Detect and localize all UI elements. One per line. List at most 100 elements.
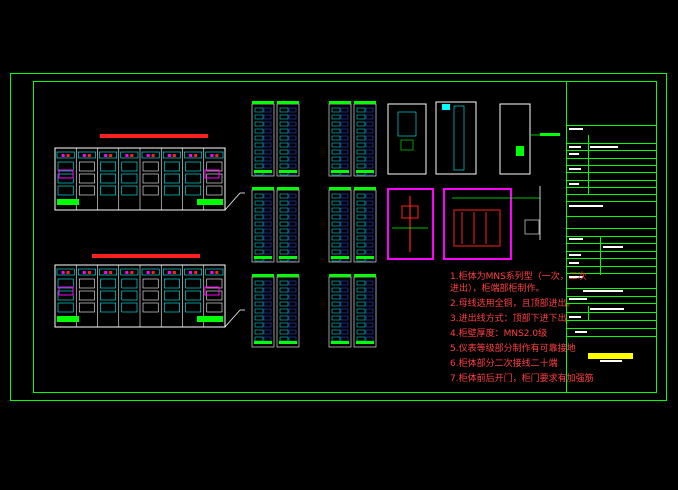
strip-footer xyxy=(254,170,272,173)
meter-panel xyxy=(120,151,139,159)
indicator-lamp xyxy=(146,154,150,157)
indicator-lamp xyxy=(82,271,86,274)
wiring-block xyxy=(331,121,341,127)
wiring-block xyxy=(340,228,349,234)
drawer-unit xyxy=(121,185,138,196)
wiring-block xyxy=(263,221,272,227)
strip-header xyxy=(329,274,351,277)
breaker-window xyxy=(58,169,74,179)
wiring-block xyxy=(356,329,366,335)
wiring-schematic-strip xyxy=(276,101,300,177)
wiring-block xyxy=(254,214,264,220)
wiring-block xyxy=(356,156,366,162)
wiring-block xyxy=(288,149,297,155)
transformer-body xyxy=(453,209,501,247)
note-line: 7.柜体前后开门，柜门要求有加强筋 xyxy=(450,374,594,384)
drawer-unit xyxy=(185,278,202,289)
wiring-block xyxy=(279,221,289,227)
indicator-lamp xyxy=(172,271,176,274)
wiring-block xyxy=(356,149,366,155)
drawer-unit xyxy=(206,278,223,289)
indicator-lamp xyxy=(109,154,113,157)
strip-footer xyxy=(279,256,297,259)
wiring-block xyxy=(254,107,264,113)
wiring-block xyxy=(331,322,341,328)
wiring-block xyxy=(254,228,264,234)
drawer-unit xyxy=(142,278,159,289)
wiring-block xyxy=(356,163,366,169)
wiring-schematic-strip xyxy=(251,187,275,263)
rear-plate xyxy=(516,146,524,156)
wiring-block xyxy=(288,128,297,134)
wiring-block xyxy=(331,315,341,321)
drawer-unit xyxy=(78,173,95,184)
wiring-schematic-strip xyxy=(328,274,352,348)
drawer-unit xyxy=(121,173,138,184)
meter-panel xyxy=(99,268,118,276)
drawer-unit xyxy=(142,161,159,172)
wiring-block xyxy=(365,156,374,162)
meter-panel xyxy=(184,268,203,276)
wiring-block xyxy=(279,301,289,307)
wiring-block xyxy=(279,287,289,293)
drawer-unit xyxy=(142,290,159,301)
wiring-block xyxy=(356,287,366,293)
wiring-block xyxy=(356,301,366,307)
drawer-unit xyxy=(121,278,138,289)
wiring-block xyxy=(288,156,297,162)
wiring-block xyxy=(365,107,374,113)
cabinet-panel xyxy=(397,111,417,137)
title-block-text-stroke xyxy=(569,146,581,148)
wiring-block xyxy=(279,107,289,113)
wiring-block xyxy=(288,242,297,248)
title-block-text-stroke xyxy=(569,254,581,256)
strip-footer xyxy=(331,256,349,259)
wiring-block xyxy=(254,163,264,169)
wiring-block xyxy=(279,308,289,314)
wiring-block xyxy=(331,214,341,220)
wiring-block xyxy=(254,149,264,155)
wiring-block xyxy=(288,142,297,148)
wiring-block xyxy=(279,193,289,199)
wiring-block xyxy=(288,207,297,213)
wiring-block xyxy=(288,107,297,113)
wiring-block xyxy=(254,207,264,213)
wiring-block xyxy=(331,221,341,227)
wiring-block xyxy=(356,107,366,113)
wiring-block xyxy=(365,149,374,155)
title-block-highlight xyxy=(588,353,633,359)
nameplate xyxy=(197,199,223,205)
wiring-block xyxy=(340,121,349,127)
wiring-block xyxy=(340,329,349,335)
drawer-unit xyxy=(185,173,202,184)
strip-footer xyxy=(356,256,374,259)
wiring-block xyxy=(254,221,264,227)
wiring-block xyxy=(279,249,289,255)
note-line: 进出），柜端部柜制作。 xyxy=(450,284,545,294)
strip-header xyxy=(277,187,299,190)
note-line: 3.进出线方式：顶部下进下出 xyxy=(450,314,567,324)
title-block-text-stroke xyxy=(603,246,623,248)
wiring-block xyxy=(365,280,374,286)
wiring-block xyxy=(331,294,341,300)
wiring-block xyxy=(279,235,289,241)
wiring-block xyxy=(340,114,349,120)
drawer-unit xyxy=(78,185,95,196)
wiring-block xyxy=(356,142,366,148)
nameplate xyxy=(57,199,79,205)
wiring-block xyxy=(331,149,341,155)
wiring-block xyxy=(340,149,349,155)
wiring-block xyxy=(356,128,366,134)
drawer-unit xyxy=(100,173,117,184)
title-block-text-stroke xyxy=(569,298,587,300)
wiring-block xyxy=(331,287,341,293)
wiring-block xyxy=(340,280,349,286)
wiring-block xyxy=(365,142,374,148)
wiring-block xyxy=(340,128,349,134)
wiring-block xyxy=(356,280,366,286)
nameplate xyxy=(197,316,223,322)
drawer-unit xyxy=(185,161,202,172)
wiring-block xyxy=(288,121,297,127)
wiring-block xyxy=(254,142,264,148)
leader-line xyxy=(224,309,241,328)
